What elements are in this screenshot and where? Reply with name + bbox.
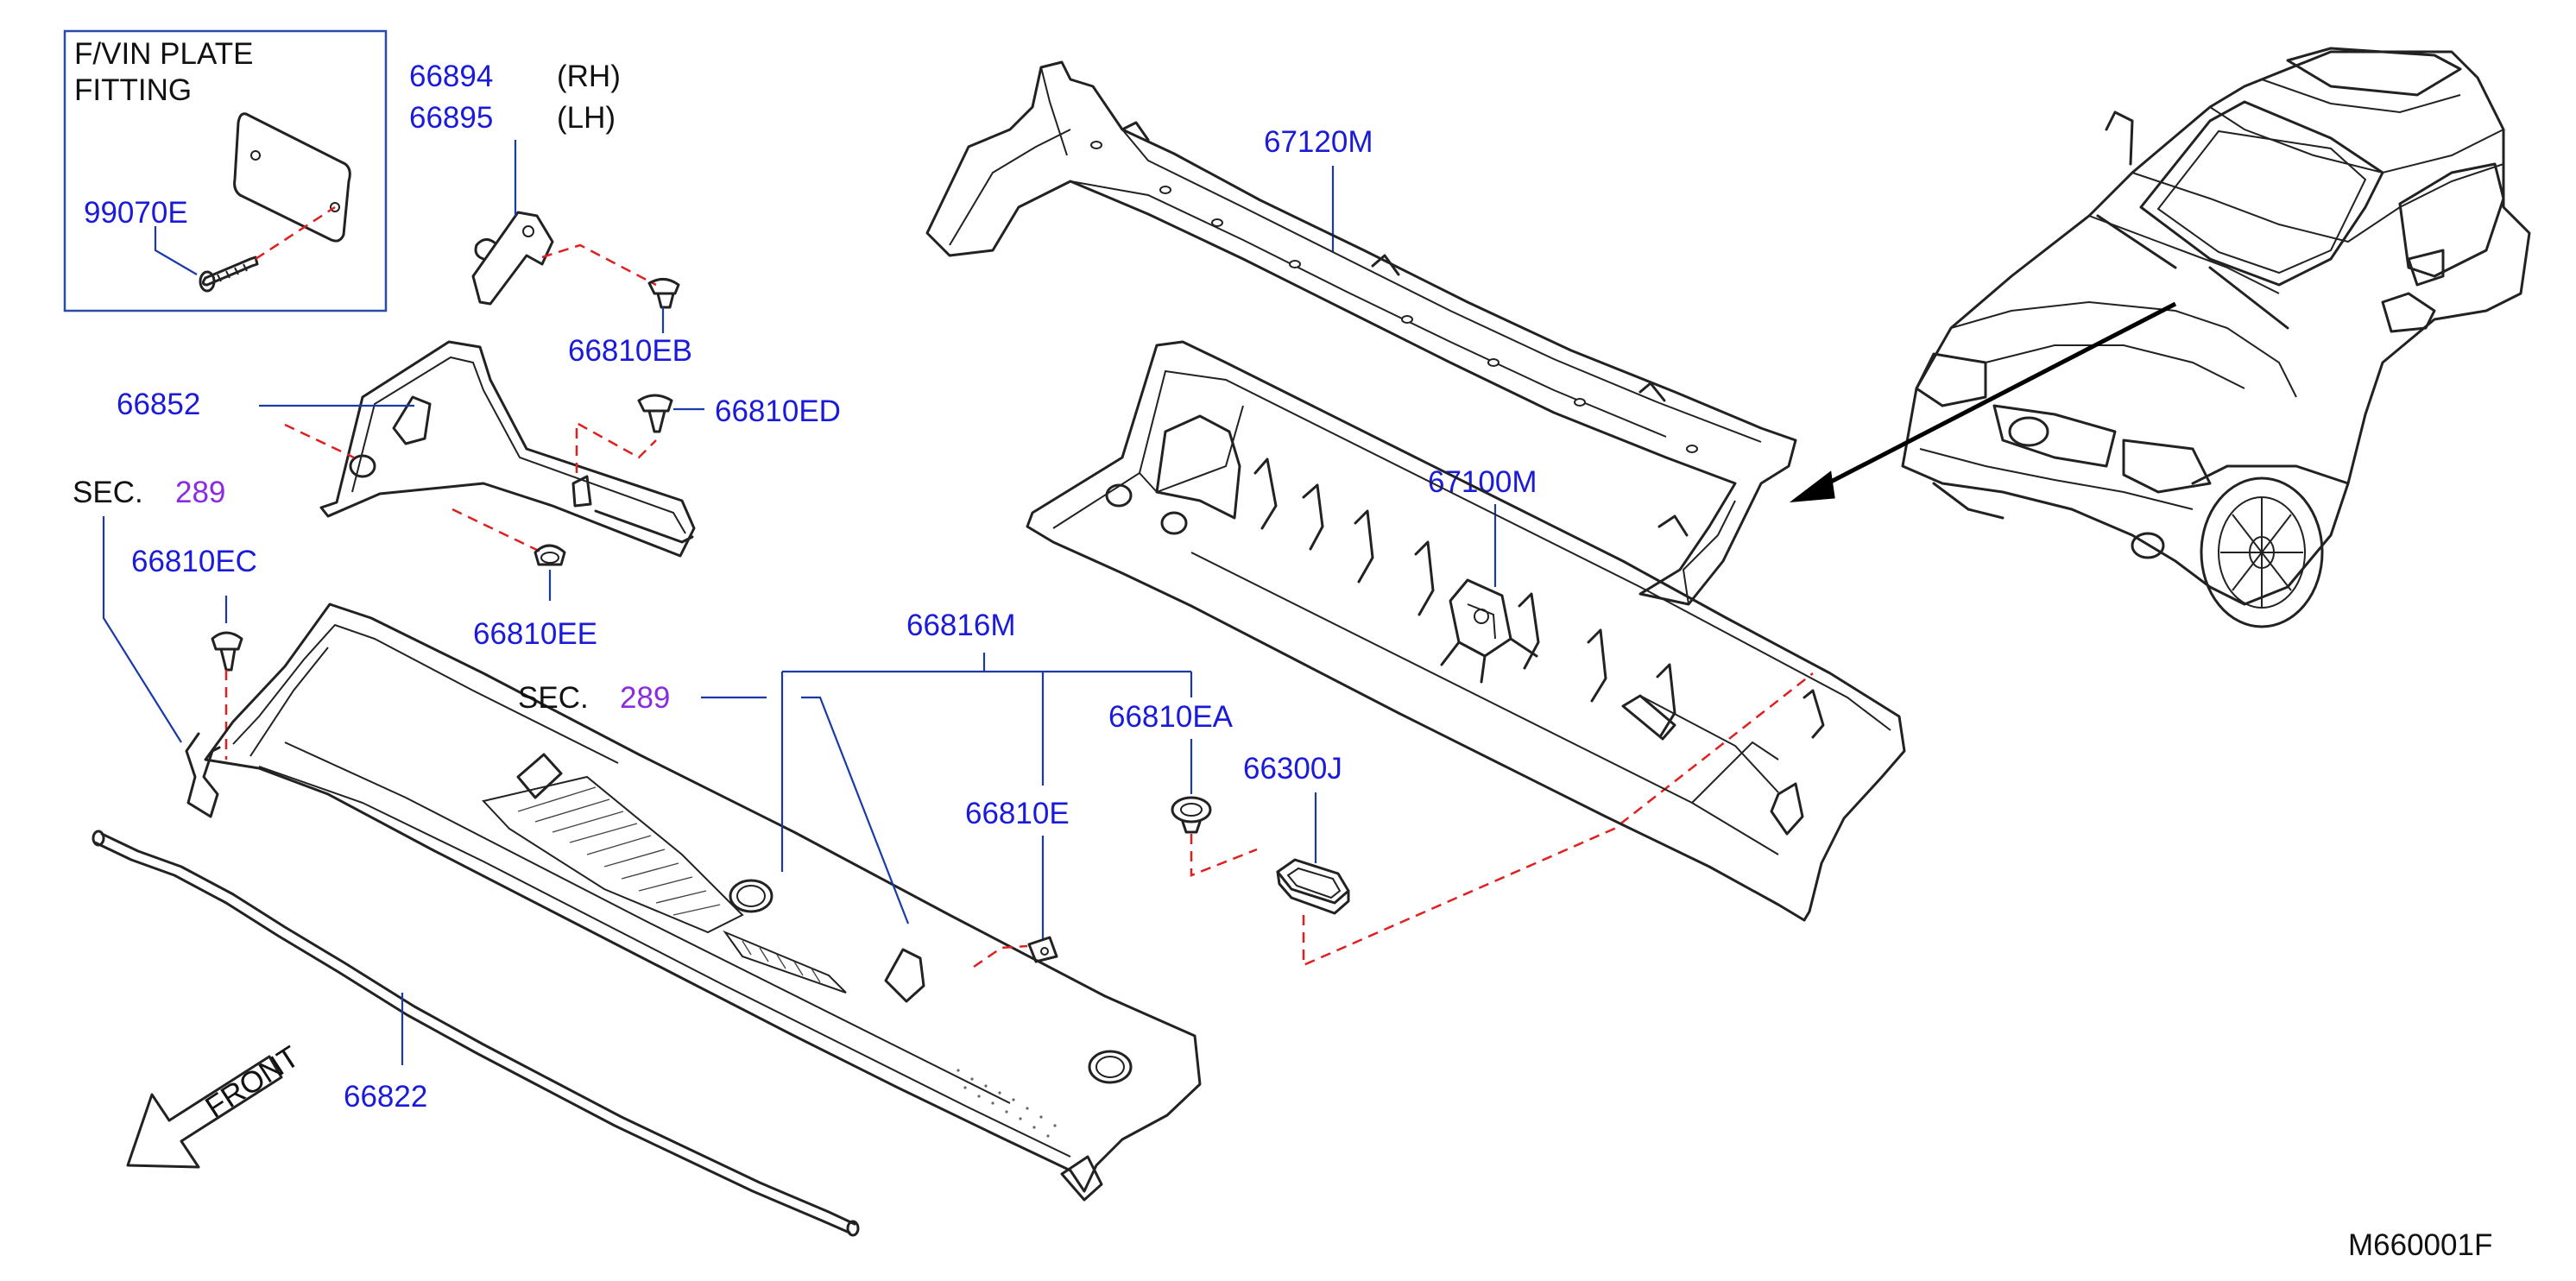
part-label-66810EE: 66810EE: [473, 617, 597, 651]
clip-66810ED: [637, 394, 704, 433]
sec-label-1: SEC.: [73, 476, 143, 509]
upper-cowl-67120M: [925, 60, 1797, 606]
clip-66810EE: [534, 544, 566, 601]
part-label-66810E: 66810E: [965, 797, 1070, 830]
front-label: FRONT: [199, 1039, 305, 1124]
vin-plate-title-line1: F/VIN PLATE: [74, 37, 253, 71]
sec-number-2: 289: [620, 681, 670, 715]
part-label-66810ED: 66810ED: [715, 394, 841, 428]
seal-strip-66822: [92, 830, 860, 1237]
part-label-66822: 66822: [344, 1080, 427, 1114]
part-side-lh: (LH): [557, 101, 616, 135]
texture-dots: [957, 1069, 1057, 1138]
sec-label-2: SEC.: [518, 681, 589, 715]
vehicle-illustration: [1789, 47, 2531, 628]
part-label-66816M: 66816M: [906, 609, 1015, 642]
part-label-67120M: 67120M: [1264, 125, 1373, 159]
clip-66810EC: [102, 516, 243, 818]
upper-cowl-holes: [1090, 141, 1698, 453]
front-arrow-icon: [126, 1055, 283, 1169]
lower-cowl-67100M: [1026, 340, 1906, 922]
part-label-66852: 66852: [117, 388, 200, 421]
vin-plate-title-line2: FITTING: [74, 73, 192, 107]
part-label-67100M: 67100M: [1428, 465, 1537, 499]
lower-cowl-ribs: [1253, 458, 1676, 737]
part-side-rh: (RH): [557, 60, 621, 93]
part-label-66894: 66894: [409, 60, 493, 93]
side-cover-66852: [259, 340, 696, 558]
part-label-99070E: 99070E: [84, 196, 188, 230]
grille-hatch-2: [742, 940, 821, 983]
part-label-66895: 66895: [409, 101, 493, 135]
diagram-code: M660001F: [2348, 1228, 2492, 1262]
vin-plate-inset: [63, 29, 388, 312]
side-bracket-66894: [471, 140, 680, 333]
bracket-66816M: [780, 653, 1193, 872]
cowl-top-cover-66810E: [204, 603, 1202, 1202]
part-label-66810EA: 66810EA: [1108, 700, 1234, 734]
clip-66810E: [1027, 936, 1058, 963]
sec-289-leader-2: [801, 696, 910, 924]
grille-hatch: [517, 786, 721, 916]
part-label-66810EC: 66810EC: [131, 545, 257, 578]
part-label-66300J: 66300J: [1243, 752, 1342, 786]
clip-66810EA: [1171, 796, 1212, 834]
part-label-66810EB: 66810EB: [568, 334, 692, 368]
sec-number-1: 289: [175, 476, 225, 509]
grommet-66300J: [1276, 858, 1350, 915]
